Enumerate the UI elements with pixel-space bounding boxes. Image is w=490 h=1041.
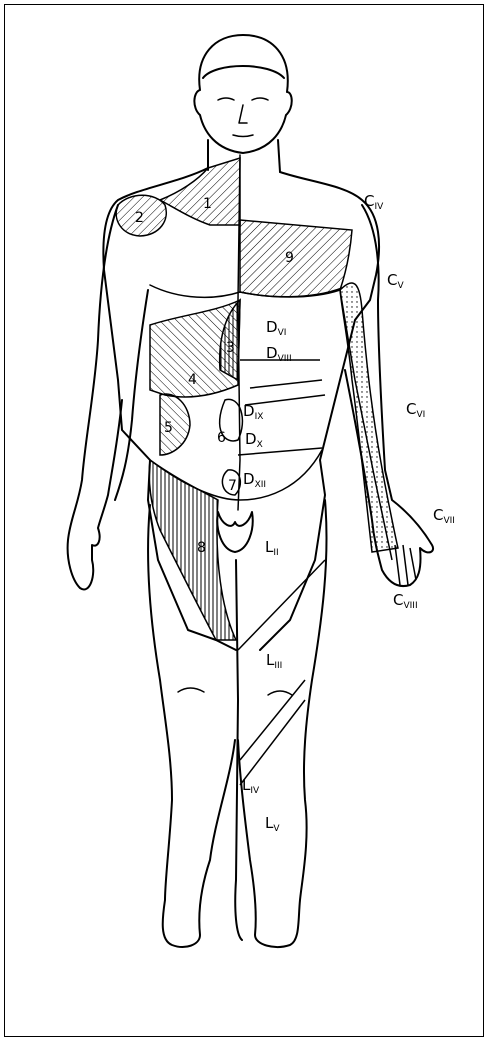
label-cvi: CVI (406, 400, 425, 420)
zone-number-7: 7 (228, 478, 237, 494)
zone-number-9: 9 (285, 250, 294, 266)
lii-line (238, 560, 325, 650)
dix-line-1 (250, 380, 322, 388)
neck-right (278, 140, 280, 172)
left-knee (178, 688, 204, 692)
zone-number-6: 6 (217, 430, 226, 446)
zone-number-4: 4 (188, 372, 197, 388)
label-dvi: DVI (266, 318, 286, 338)
left-eye (218, 98, 234, 100)
label-dix: DIX (243, 402, 263, 422)
right-knee (268, 691, 292, 695)
right-eye (252, 98, 268, 100)
nose (239, 105, 247, 123)
label-cv: CV (387, 271, 404, 291)
label-civ: CIV (364, 192, 384, 212)
label-dx: DX (245, 430, 263, 450)
liv-line (240, 700, 305, 785)
zone-1-area (160, 158, 240, 225)
zone-9-area (240, 220, 352, 297)
zone-number-5: 5 (164, 420, 173, 436)
zone-number-1: 1 (203, 196, 212, 212)
label-lii: LII (265, 538, 279, 558)
dx-line (238, 448, 322, 455)
label-lv: LV (265, 814, 280, 834)
left-arm-outline (68, 205, 122, 589)
mouth (233, 135, 253, 137)
dix-line-2 (245, 395, 325, 405)
hand-lines (395, 545, 416, 585)
zone-number-2: 2 (135, 210, 144, 226)
label-liv: LIV (242, 776, 260, 796)
label-dxii: DXII (243, 470, 266, 490)
hair-line (203, 66, 284, 78)
cvi-arm-area (340, 283, 398, 552)
genital-outline (217, 512, 252, 552)
right-leg-outline (238, 500, 327, 947)
label-dviii: DVIII (266, 344, 292, 364)
head-outline (194, 35, 291, 153)
zone-number-8: 8 (197, 540, 206, 556)
label-cviii: CVIII (393, 591, 418, 611)
label-cvii: CVII (433, 506, 455, 526)
zone-number-3: 3 (226, 340, 235, 356)
label-liii: LIII (266, 651, 282, 671)
